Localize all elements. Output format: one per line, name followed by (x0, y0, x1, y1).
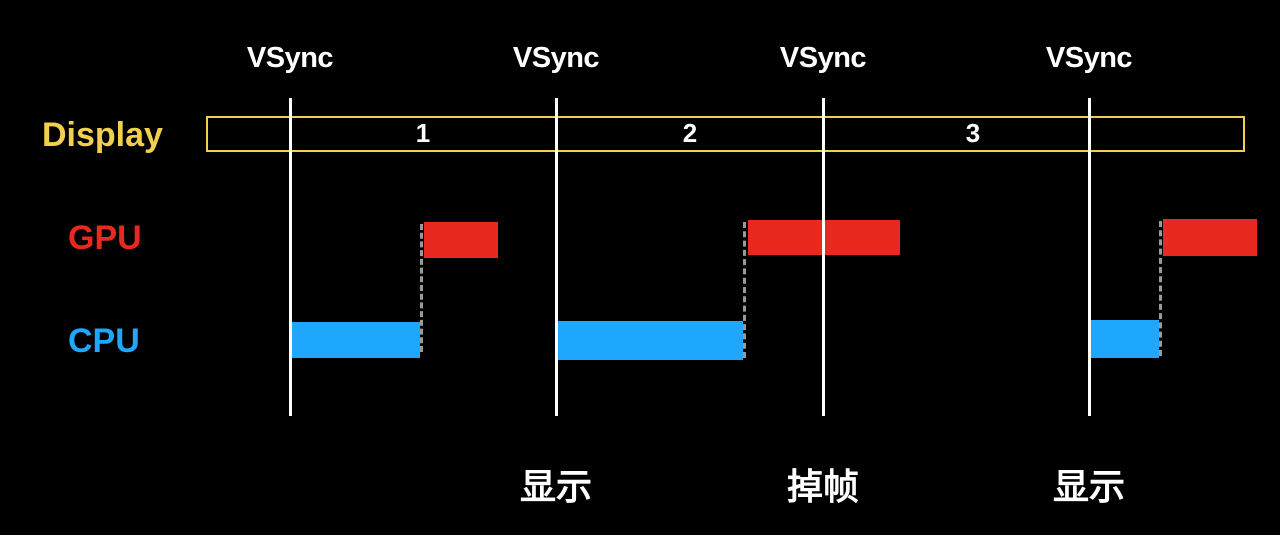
gpu-row-label: GPU (68, 219, 142, 257)
cpu-bar-2 (558, 321, 743, 360)
vsync-label-3: VSync (779, 42, 867, 74)
frame-number-1: 1 (415, 118, 431, 148)
dashed-connector-1 (420, 224, 423, 352)
gpu-bar-3 (1163, 219, 1257, 256)
dashed-connector-3 (1159, 221, 1162, 356)
status-label-dropped-frame: 掉帧 (786, 467, 859, 508)
cpu-bar-1 (292, 322, 420, 358)
vsync-label-1: VSync (246, 42, 334, 74)
display-row-label: Display (42, 116, 163, 154)
gpu-bar-1 (424, 222, 498, 258)
dashed-connector-2 (743, 222, 746, 358)
status-label-display-2: 显示 (1052, 467, 1125, 508)
vsync-label-2: VSync (512, 42, 600, 74)
vsync-line-2 (555, 98, 558, 416)
frame-number-3: 3 (965, 118, 981, 148)
cpu-bar-3 (1091, 320, 1159, 358)
vsync-line-1 (289, 98, 292, 416)
cpu-row-label: CPU (68, 322, 140, 360)
display-bar (206, 116, 1245, 152)
vsync-line-3 (822, 98, 825, 416)
vsync-label-4: VSync (1045, 42, 1133, 74)
vsync-line-4 (1088, 98, 1091, 416)
status-label-display-1: 显示 (519, 467, 592, 508)
frame-number-2: 2 (682, 118, 698, 148)
